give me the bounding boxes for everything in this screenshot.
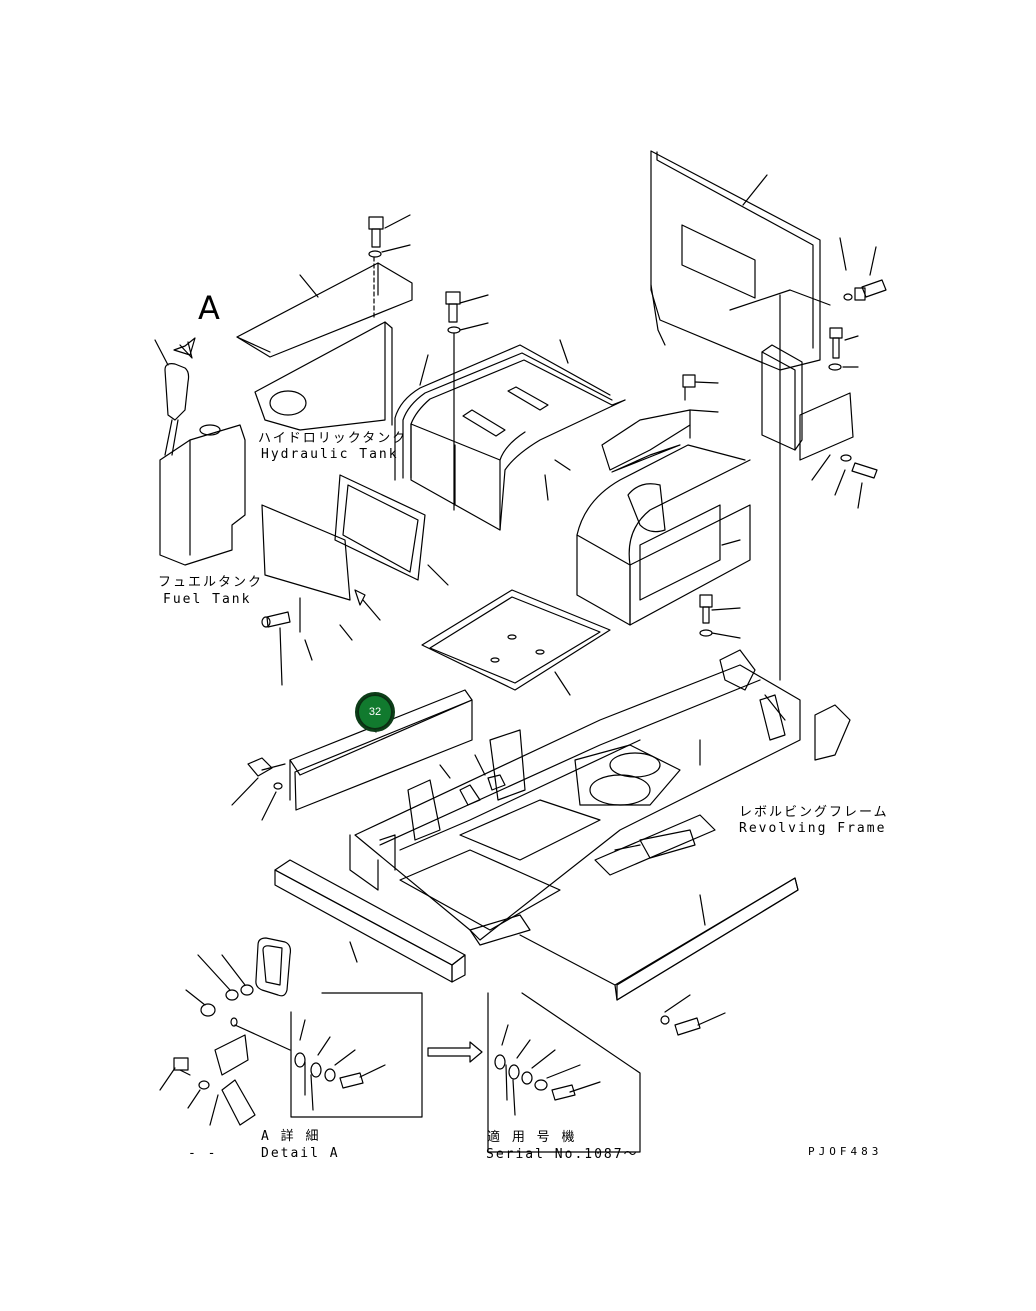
left-plate-panel: [262, 475, 448, 685]
center-hood: [395, 340, 625, 530]
dash-note: - -: [188, 1146, 218, 1161]
detail-a-label-jp: A 詳 細: [261, 1129, 321, 1144]
top-right-bolts: [812, 238, 886, 508]
fuel-tank: [155, 338, 245, 565]
top-center-bolts: [369, 215, 488, 510]
hydraulic-tank-label-jp: ハイドロリックタンク: [258, 431, 408, 446]
right-box-cover: [577, 375, 750, 638]
hydraulic-tank-covers: [237, 257, 412, 430]
fuel-tank-label-en: Fuel Tank: [163, 592, 252, 607]
view-a-label: A: [198, 289, 220, 327]
fuel-tank-label-jp: フュエルタンク: [158, 575, 264, 590]
detail-a-label-en: Detail A: [261, 1146, 340, 1161]
right-beam: [520, 878, 798, 1035]
detail-arrow: [428, 1042, 482, 1062]
revolving-frame: [350, 350, 850, 945]
front-beam: [275, 860, 465, 982]
mirror-assembly: [160, 938, 290, 1125]
part-hotspot-32[interactable]: 32: [355, 692, 395, 732]
right-side-cover-panel: [651, 151, 820, 370]
left-beam: [232, 690, 472, 820]
serial-label-jp: 適 用 号 機: [487, 1130, 577, 1145]
revolving-frame-label-en: Revolving Frame: [739, 821, 887, 836]
revolving-frame-label-jp: レボルビングフレーム: [739, 805, 889, 820]
right-bracket-and-plate: [730, 290, 853, 460]
under-tray: [422, 590, 610, 695]
hydraulic-tank-label-en: Hydraulic Tank: [261, 447, 399, 462]
detail-a-box: [291, 993, 422, 1117]
serial-label-en: Serial No.1087～: [486, 1147, 639, 1162]
serial-detail-box: [488, 993, 640, 1152]
view-a-arrow: [180, 342, 192, 358]
drawing-code: PJOF483: [808, 1145, 883, 1158]
